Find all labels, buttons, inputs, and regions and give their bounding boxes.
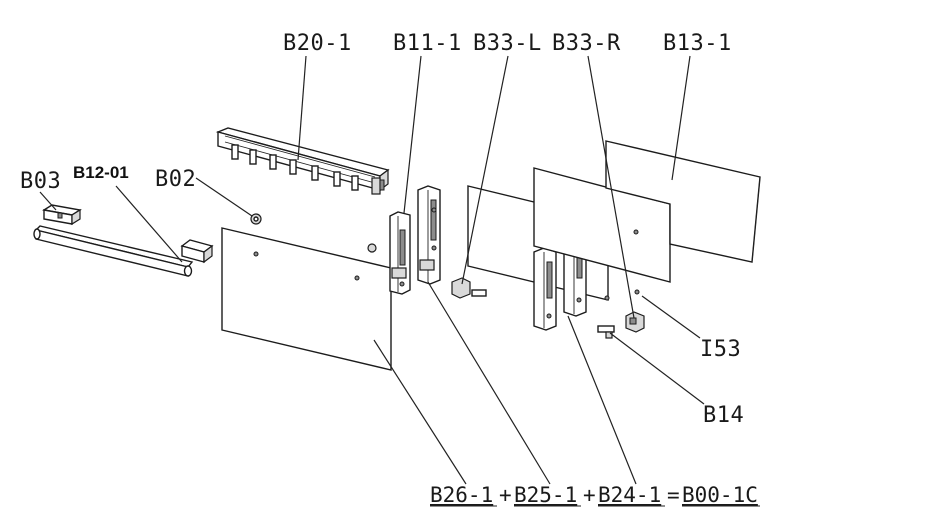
equation-plus-1: +	[499, 483, 512, 507]
equation-plus-2: +	[583, 483, 596, 507]
bracket-b25-part	[417, 185, 441, 285]
label-i53: I53	[700, 337, 741, 362]
side-bracket-b11-part	[389, 211, 411, 295]
grommet-b02-part	[250, 213, 262, 225]
label-b33l: B33-L	[473, 31, 542, 56]
leader-b20	[297, 55, 307, 161]
leader-b25	[427, 281, 551, 485]
front-panel-part	[221, 227, 392, 371]
equation-term-b24: B24-1	[598, 483, 661, 507]
clip-b33r-part	[625, 311, 645, 333]
leader-b14	[609, 332, 705, 405]
leader-b13	[671, 55, 691, 181]
leader-b03	[39, 191, 57, 211]
leader-b11	[403, 55, 422, 214]
label-b12: B12-01	[73, 163, 129, 182]
equation-equals: =	[667, 483, 680, 507]
leader-lines	[39, 55, 705, 485]
rear-panel-b13-part	[605, 140, 761, 263]
top-rail-part	[215, 127, 390, 195]
leader-b33l	[461, 55, 509, 285]
leader-b12	[115, 185, 183, 263]
label-b33r: B33-R	[552, 31, 621, 56]
end-cap-b03-part	[42, 204, 82, 226]
bottom-bar-part	[33, 225, 194, 277]
end-cap-right-part	[180, 239, 214, 264]
label-b20: B20-1	[283, 31, 352, 56]
leader-b26	[373, 339, 467, 485]
leader-b24	[567, 315, 637, 485]
clip-b33l-part	[451, 277, 487, 299]
label-b03: B03	[20, 169, 61, 194]
label-b14: B14	[703, 403, 744, 428]
leader-b33r	[587, 55, 635, 319]
assembly-equation: B26-1 + B25-1 + B24-1 = B00-1C	[430, 483, 760, 507]
equation-term-b26: B26-1	[430, 483, 493, 507]
equation-result-b00: B00-1C	[682, 483, 758, 507]
leader-i53	[641, 295, 701, 339]
pin-b14-part	[597, 325, 615, 339]
label-b13: B13-1	[663, 31, 732, 56]
label-b02: B02	[155, 167, 196, 192]
label-b11: B11-1	[393, 31, 462, 56]
leader-b02	[195, 177, 253, 217]
screw-i53-part	[634, 289, 640, 295]
equation-term-b25: B25-1	[514, 483, 577, 507]
